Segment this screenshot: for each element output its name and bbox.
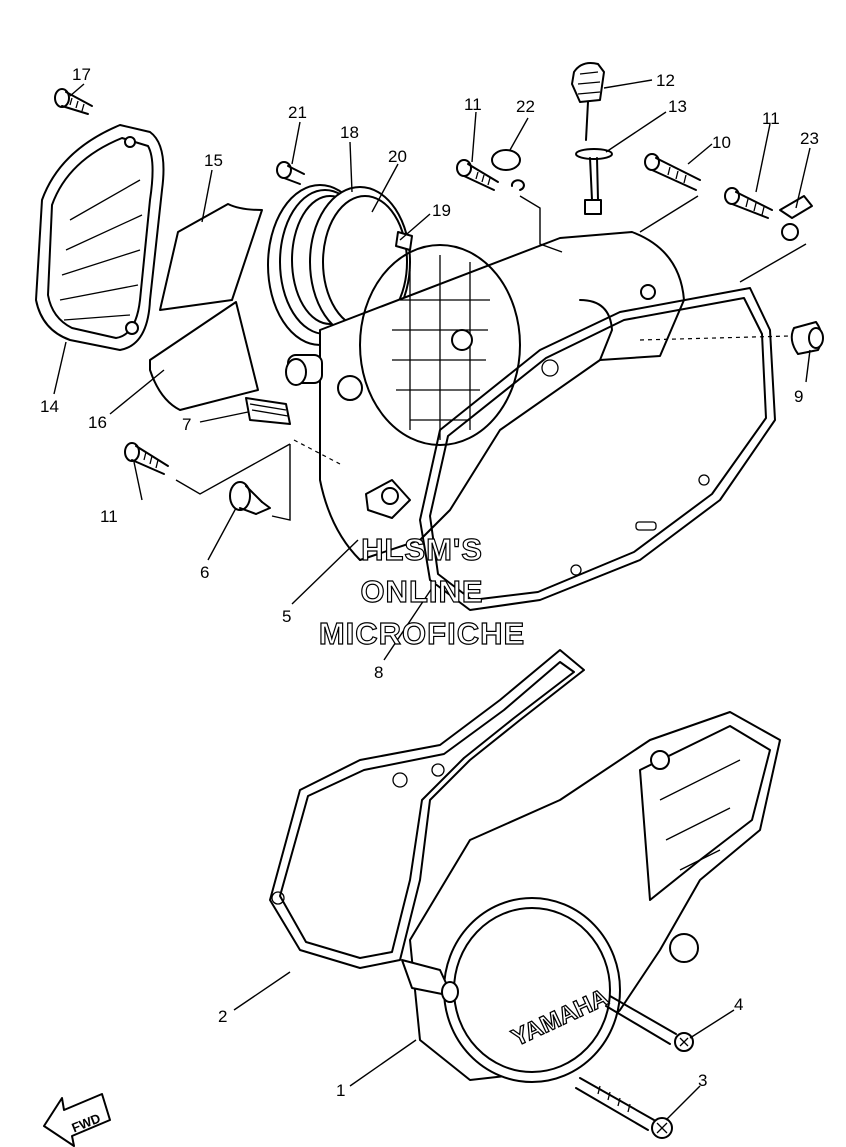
callout-20: 20 bbox=[388, 147, 407, 166]
part-16-gasket bbox=[149, 301, 259, 411]
part-10-bolt bbox=[644, 153, 701, 191]
part-3-screw bbox=[575, 1077, 673, 1139]
part-5-crankcase-cover bbox=[285, 231, 685, 561]
callout-22: 22 bbox=[516, 97, 535, 116]
callout-10: 10 bbox=[712, 133, 731, 152]
part-13-oring bbox=[575, 148, 613, 215]
part-11-bolt-a bbox=[456, 159, 499, 191]
part-17-screw bbox=[54, 88, 93, 115]
callout-16: 16 bbox=[88, 413, 107, 432]
part-6-plug bbox=[229, 481, 271, 515]
part-4-screw bbox=[605, 995, 694, 1052]
fwd-arrow-icon: FWD bbox=[43, 1093, 111, 1147]
callout-3: 3 bbox=[698, 1071, 707, 1090]
watermark: HLSM'S ONLINE MICROFICHE bbox=[318, 531, 525, 651]
callout-12: 12 bbox=[656, 71, 675, 90]
callout-leaders bbox=[53, 79, 811, 1121]
callout-13: 13 bbox=[668, 97, 687, 116]
watermark-line-1: HLSM'S bbox=[361, 532, 483, 567]
callout-5: 5 bbox=[282, 607, 291, 626]
callout-21: 21 bbox=[288, 103, 307, 122]
callout-14: 14 bbox=[40, 397, 59, 416]
part-23-bracket bbox=[779, 195, 813, 241]
callout-19: 19 bbox=[432, 201, 451, 220]
callout-11-top: 11 bbox=[464, 95, 482, 114]
part-11-bolt-b bbox=[724, 187, 773, 219]
part-2-gasket bbox=[269, 649, 585, 969]
callout-23: 23 bbox=[800, 129, 819, 148]
part-1-clutch-cover: YAMAHA bbox=[401, 711, 781, 1083]
part-14-cover bbox=[35, 124, 165, 351]
callout-11-right: 11 bbox=[762, 109, 780, 128]
part-8-gasket bbox=[419, 287, 776, 611]
part-19-pin bbox=[395, 231, 413, 251]
callout-4: 4 bbox=[734, 995, 743, 1014]
callout-9: 9 bbox=[794, 387, 803, 406]
callout-15: 15 bbox=[204, 151, 223, 170]
callout-6: 6 bbox=[200, 563, 209, 582]
callout-8: 8 bbox=[374, 663, 383, 682]
part-11-bolt-c bbox=[124, 442, 169, 475]
callout-17: 17 bbox=[72, 65, 91, 84]
part-22-clip bbox=[491, 149, 525, 191]
callout-11-left: 11 bbox=[100, 507, 118, 526]
part-15-gasket bbox=[159, 203, 263, 311]
callout-7: 7 bbox=[182, 415, 191, 434]
part-9-dowel bbox=[790, 321, 824, 355]
callout-18: 18 bbox=[340, 123, 359, 142]
watermark-line-2: ONLINE bbox=[360, 574, 483, 609]
watermark-line-3: MICROFICHE bbox=[319, 616, 525, 651]
part-21-screw bbox=[276, 161, 305, 185]
part-12-dipstick-cap bbox=[571, 62, 605, 141]
assembly-reference-lines bbox=[175, 195, 807, 521]
callout-1: 1 bbox=[336, 1081, 345, 1100]
callout-labels: 17 15 21 18 20 19 11 22 12 13 10 11 23 1… bbox=[40, 65, 819, 1100]
part-7-damper bbox=[245, 397, 291, 425]
callout-2: 2 bbox=[218, 1007, 227, 1026]
